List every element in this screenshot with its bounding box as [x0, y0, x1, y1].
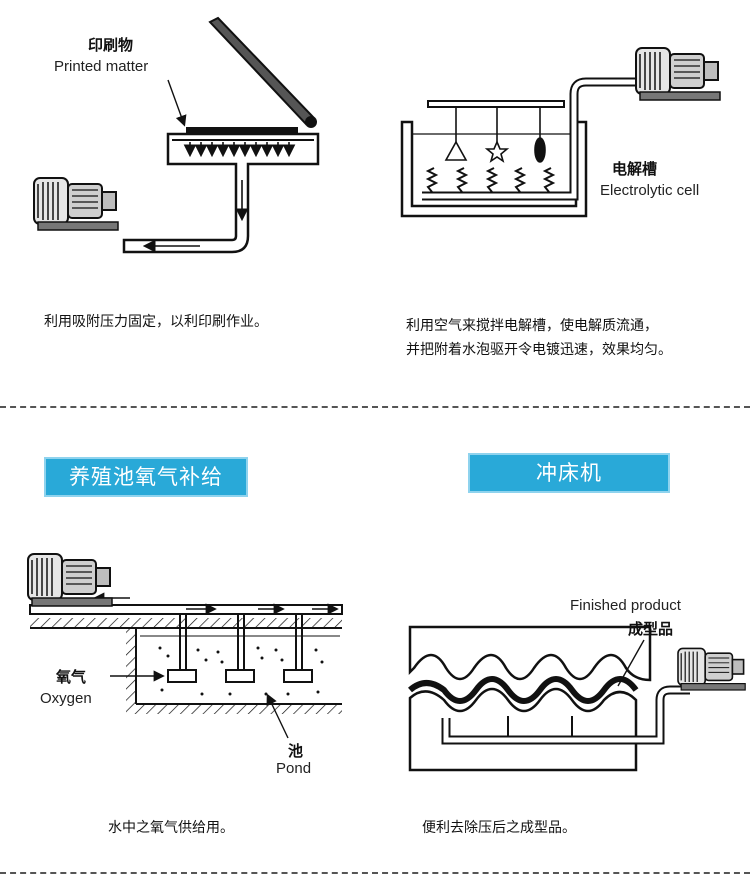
oxygen-label-cn: 氧气 — [56, 668, 87, 686]
panel2-caption-line1: 利用空气来搅拌电解槽，使电解质流通， — [406, 318, 658, 334]
panel3-drawing — [27, 553, 343, 739]
printed-matter-label-cn: 印刷物 — [88, 36, 134, 54]
panel4-caption: 便利去除压后之成型品。 — [422, 820, 576, 836]
section-divider-bottom — [0, 872, 750, 874]
panel1-drawing — [33, 16, 320, 254]
panel4-drawing — [408, 625, 747, 772]
finished-product-label-en: Finished product — [570, 597, 681, 614]
pond-label-en: Pond — [276, 760, 312, 777]
finished-product-label-cn: 成型品 — [628, 620, 674, 638]
panel2-drawing — [400, 47, 721, 218]
electrolytic-cell-label-en: Electrolytic cell — [600, 182, 700, 199]
panel2-caption-line2: 并把附着水泡驱开令电镀迅速，效果均匀。 — [406, 342, 672, 358]
printed-matter-label-en: Printed matter — [54, 58, 149, 75]
panel3-caption: 水中之氧气供给用。 — [108, 820, 234, 836]
electrolytic-cell-label-cn: 电解槽 — [612, 160, 658, 178]
oxygen-label-en: Oxygen — [40, 690, 92, 707]
pond-label-cn: 池 — [288, 742, 304, 760]
pond-oxygen-banner: 养殖池氧气补给 — [44, 457, 248, 497]
section-divider-top — [0, 406, 750, 408]
panel1-caption: 利用吸附压力固定，以利印刷作业。 — [44, 314, 268, 330]
press-machine-banner: 冲床机 — [468, 453, 670, 493]
